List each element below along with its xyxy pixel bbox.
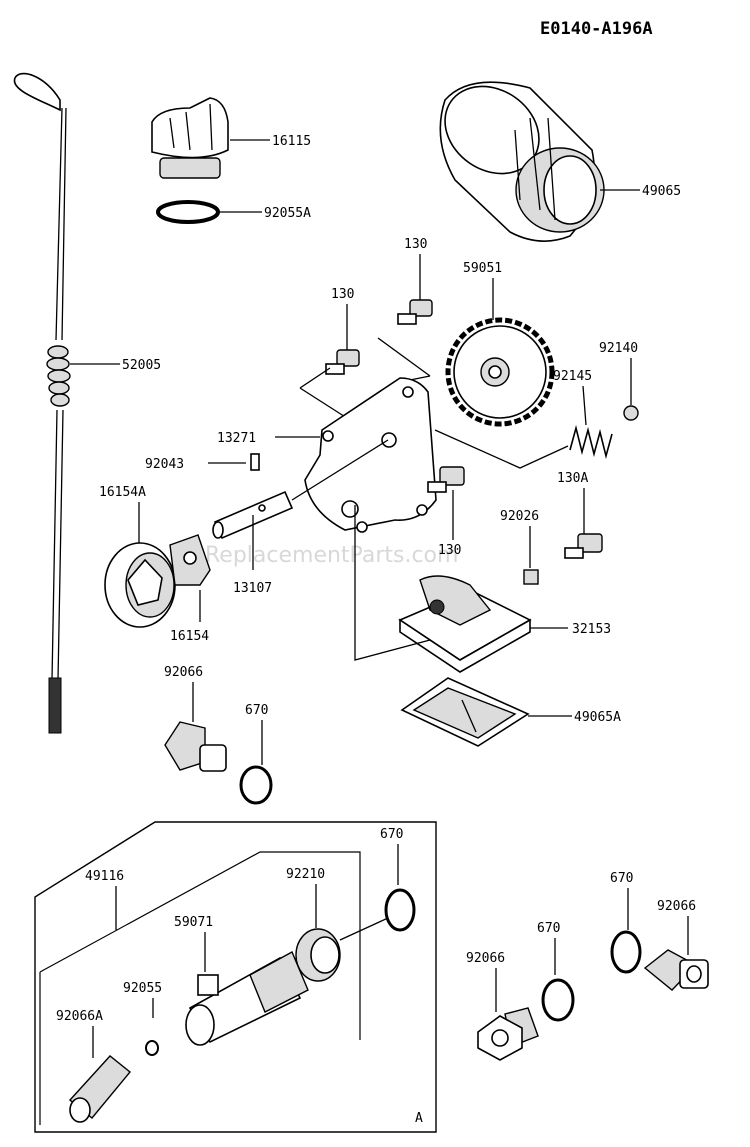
- bolt-130-lower: [427, 466, 465, 493]
- label-92066-upper: 92066: [164, 665, 203, 680]
- label-16115: 16115: [272, 134, 311, 149]
- label-49065: 49065: [642, 184, 681, 199]
- label-92210: 92210: [286, 867, 325, 882]
- dipstick: [13, 72, 71, 734]
- label-670-mid: 670: [537, 921, 560, 936]
- o-ring-670-mid: [541, 978, 575, 1022]
- label-52005: 52005: [122, 358, 161, 373]
- drain-plug-lower: [477, 1007, 539, 1061]
- label-92066a: 92066A: [56, 1009, 103, 1024]
- label-59051: 59051: [463, 261, 502, 276]
- ring-92055: [145, 1040, 159, 1056]
- label-670-upper: 670: [245, 703, 268, 718]
- label-49116: 49116: [85, 869, 124, 884]
- inset-marker: A: [415, 1111, 423, 1126]
- label-92043: 92043: [145, 457, 184, 472]
- label-16154a: 16154A: [99, 485, 146, 500]
- pump-cover-plate: [304, 377, 437, 533]
- label-13107: 13107: [233, 581, 272, 596]
- label-130-lower: 130: [438, 543, 461, 558]
- inset-box-a: A: [34, 821, 437, 1133]
- label-92055: 92055: [123, 981, 162, 996]
- label-92066-lower: 92066: [466, 951, 505, 966]
- drain-plug-right: [643, 949, 709, 991]
- label-92026: 92026: [500, 509, 539, 524]
- inner-rotor: [169, 534, 211, 586]
- o-ring-670-inset: [384, 888, 416, 932]
- outer-rotor: [104, 542, 176, 628]
- label-16154: 16154: [170, 629, 209, 644]
- o-ring-92055a: [156, 200, 220, 224]
- label-130-top: 130: [404, 237, 427, 252]
- bolt-92066a: [68, 1055, 131, 1123]
- oil-filter: [439, 81, 605, 242]
- plug-92026: [523, 569, 539, 585]
- label-92066-right: 92066: [657, 899, 696, 914]
- label-670-right: 670: [610, 871, 633, 886]
- label-670-inset: 670: [380, 827, 403, 842]
- o-ring-670-right: [610, 930, 642, 974]
- spring-92145: [569, 424, 613, 460]
- bolt-130-top: [397, 299, 433, 325]
- bolt-130-left: [325, 349, 360, 375]
- oil-screen: [400, 677, 530, 747]
- watermark: ReplacementParts.com: [205, 543, 458, 568]
- label-92055a: 92055A: [264, 206, 311, 221]
- nut-92210: [295, 928, 341, 982]
- oil-pump-gear: [445, 317, 555, 427]
- pin-92043: [250, 453, 260, 471]
- label-92145: 92145: [553, 369, 592, 384]
- label-130-left: 130: [331, 287, 354, 302]
- oil-filler-cap: [151, 97, 229, 179]
- oil-strainer: [398, 575, 532, 673]
- o-ring-670-upper: [239, 765, 273, 805]
- label-49065a: 49065A: [574, 710, 621, 725]
- ball-92140: [623, 405, 639, 421]
- pipe-59071: [185, 951, 309, 1046]
- label-130a: 130A: [557, 471, 588, 486]
- label-92140: 92140: [599, 341, 638, 356]
- bolt-130a: [564, 533, 603, 559]
- label-32153: 32153: [572, 622, 611, 637]
- drain-plug-upper: [164, 721, 227, 772]
- diagram-code: E0140-A196A: [540, 19, 653, 39]
- label-59071: 59071: [174, 915, 213, 930]
- label-13271: 13271: [217, 431, 256, 446]
